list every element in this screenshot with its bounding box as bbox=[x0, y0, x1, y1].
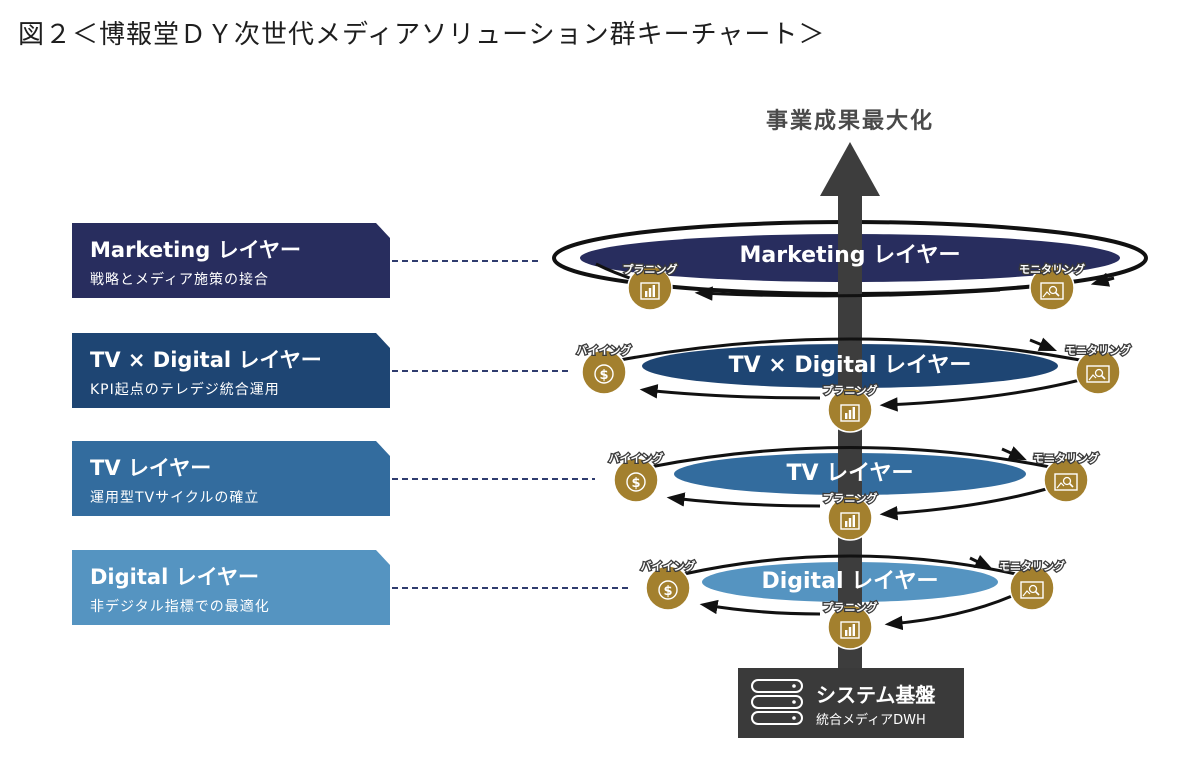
growth-arrow-segment bbox=[838, 453, 862, 497]
growth-arrow-segment bbox=[838, 562, 862, 604]
badge-tv-digital-monitoring: モニタリング bbox=[1064, 342, 1132, 395]
badge-marketing-planning-label: プラニング bbox=[623, 262, 678, 276]
cycle-arrow-tv-digital-bottom-left bbox=[639, 384, 821, 400]
cycle-arrow-tv-bottom-right bbox=[879, 486, 1051, 521]
badge-digital-monitoring: モニタリング bbox=[998, 558, 1066, 611]
layer-card-tv-bg bbox=[72, 441, 390, 516]
badge-tv-buying-label: バイイング bbox=[609, 451, 664, 465]
figure-title: 図２＜博報堂ＤＹ次世代メディアソリューション群キーチャート＞ bbox=[18, 20, 826, 50]
system-base-title: システム基盤 bbox=[816, 683, 936, 707]
system-base-subtitle: 統合メディアDWH bbox=[816, 712, 926, 728]
monitoring-badge-bg bbox=[1075, 349, 1121, 395]
cycle-arc-digital-top bbox=[683, 554, 1017, 576]
layer-card-marketing: Marketing レイヤー 戦略とメディア施策の接合 bbox=[72, 223, 390, 298]
badge-tv-digital-planning-label: プラニング bbox=[823, 383, 878, 397]
cycle-arc-tv-top bbox=[649, 446, 1051, 469]
badge-tv-buying: バイイング bbox=[607, 450, 665, 503]
badge-marketing-monitoring-label: モニタリング bbox=[1019, 262, 1085, 276]
badge-tv-digital-monitoring-label: モニタリング bbox=[1065, 343, 1131, 357]
layer-card-tv-digital-bg bbox=[72, 333, 390, 408]
badge-tv-digital-buying: バイイング bbox=[575, 342, 633, 395]
growth-arrow-segment bbox=[838, 344, 862, 390]
cycle-arrow-marketing-bottom bbox=[694, 286, 1001, 301]
disc-marketing-label: Marketing レイヤー bbox=[739, 243, 960, 268]
badge-digital-buying-label: バイイング bbox=[641, 559, 696, 573]
layer-card-digital-bg bbox=[72, 550, 390, 625]
badge-tv-digital-buying-label: バイイング bbox=[577, 343, 632, 357]
cycle-arrow-tv-top-right bbox=[1001, 446, 1027, 461]
layer-card-digital-title: Digital レイヤー bbox=[90, 565, 259, 589]
badge-tv-digital-planning: プラニング bbox=[821, 382, 879, 433]
layer-card-digital: Digital レイヤー 非デジタル指標での最適化 bbox=[72, 550, 390, 625]
system-base-box: システム基盤 統合メディアDWH bbox=[738, 668, 964, 738]
layer-card-tv: TV レイヤー 運用型TVサイクルの確立 bbox=[72, 441, 390, 516]
layer-card-marketing-subtitle: 戦略とメディア施策の接合 bbox=[90, 271, 269, 288]
cycle-arrow-marketing-right bbox=[1090, 272, 1115, 287]
layer-card-tv-subtitle: 運用型TVサイクルの確立 bbox=[90, 490, 259, 506]
badge-marketing-monitoring: モニタリング bbox=[1018, 261, 1086, 311]
layer-card-tv-digital-title: TV × Digital レイヤー bbox=[90, 348, 322, 372]
cycle-arrow-digital-bottom-left bbox=[699, 599, 821, 616]
badge-marketing-planning: プラニング bbox=[621, 261, 679, 311]
monitoring-badge-bg bbox=[1043, 457, 1089, 503]
badge-tv-planning-label: プラニング bbox=[823, 491, 878, 505]
layer-card-marketing-bg bbox=[72, 223, 390, 298]
badge-digital-planning: プラニング bbox=[821, 599, 879, 650]
layer-card-tv-digital-subtitle: KPI起点のテレデジ統合運用 bbox=[90, 381, 280, 398]
badge-tv-monitoring-label: モニタリング bbox=[1033, 451, 1099, 465]
growth-arrow-head bbox=[820, 142, 880, 196]
badge-digital-monitoring-label: モニタリング bbox=[999, 559, 1065, 573]
layer-card-digital-subtitle: 非デジタル指標での最適化 bbox=[90, 598, 270, 615]
disc-tv-label: TV レイヤー bbox=[786, 461, 913, 486]
database-icon bbox=[751, 679, 803, 725]
cycle-arrow-digital-top-right bbox=[969, 554, 993, 570]
disc-tv-digital-label: TV × Digital レイヤー bbox=[729, 353, 972, 378]
layer-card-tv-title: TV レイヤー bbox=[90, 456, 211, 480]
badge-digital-buying: バイイング bbox=[639, 558, 697, 611]
disc-digital-label: Digital レイヤー bbox=[762, 569, 939, 594]
cycle-arrow-digital-bottom-right bbox=[884, 594, 1013, 631]
cycle-arrow-tv-digital-top-right bbox=[1029, 337, 1057, 352]
cycle-arrow-tv-digital-bottom-right bbox=[879, 378, 1081, 412]
badge-digital-planning-label: プラニング bbox=[823, 600, 878, 614]
goal-label: 事業成果最大化 bbox=[766, 108, 934, 134]
badge-tv-monitoring: モニタリング bbox=[1032, 450, 1100, 503]
layer-card-tv-digital: TV × Digital レイヤー KPI起点のテレデジ統合運用 bbox=[72, 333, 390, 408]
badge-tv-planning: プラニング bbox=[821, 490, 879, 541]
monitoring-badge-bg bbox=[1009, 565, 1055, 611]
layer-card-marketing-title: Marketing レイヤー bbox=[90, 238, 301, 262]
cycle-arrow-tv-bottom-left bbox=[666, 492, 821, 508]
cycle-arc-tv-digital-top bbox=[619, 337, 1081, 362]
